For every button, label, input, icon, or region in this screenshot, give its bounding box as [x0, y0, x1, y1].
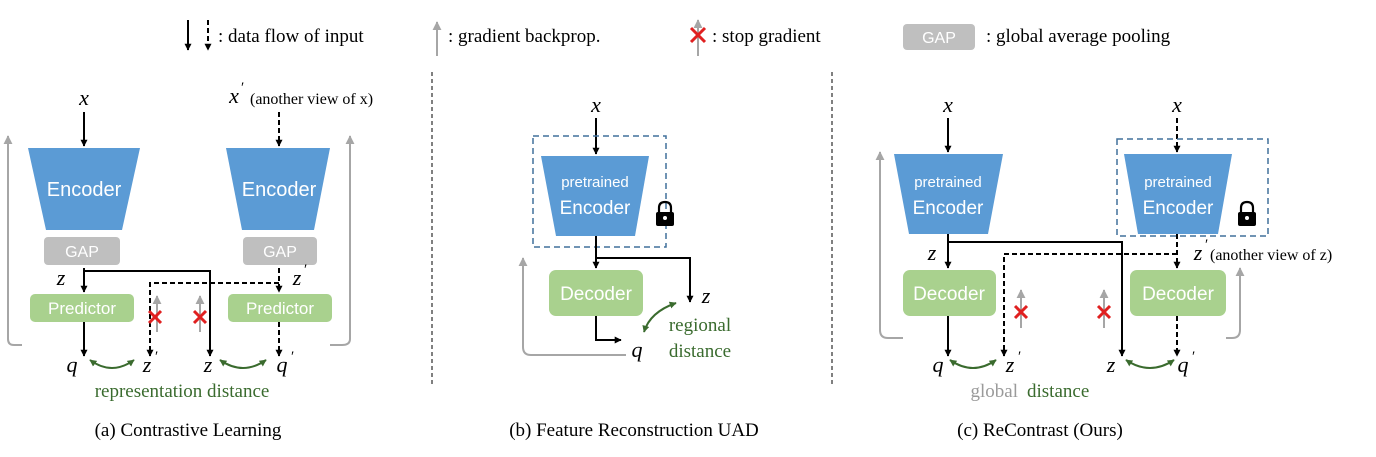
- q-left: q: [933, 352, 944, 377]
- q-prime-right: q: [1178, 352, 1189, 377]
- arrow-zprime-to-left-target: [146, 282, 279, 357]
- input-x-right: x: [228, 83, 239, 108]
- z-prime-target: z: [142, 352, 152, 377]
- pretrained-encoder-left: [894, 154, 1003, 234]
- prime-mark-z-target: ′: [155, 349, 158, 365]
- gap-left-label: GAP: [65, 244, 99, 261]
- legend-stop-gradient-label: : stop gradient: [712, 26, 821, 47]
- double-headed-curved-arrow-icon: [642, 301, 677, 333]
- prime-mark-q-right: ′: [291, 349, 294, 365]
- pretrained-encoder-right: [1124, 154, 1232, 234]
- encoder-label-line1: pretrained: [561, 174, 629, 191]
- distance-label: distance: [1027, 381, 1089, 402]
- decoder-left: [903, 270, 996, 316]
- pretrained-encoder: [541, 156, 649, 236]
- legend-gap-description: : global average pooling: [986, 26, 1171, 47]
- regional-distance-line2: distance: [669, 341, 731, 362]
- encoder-right: [226, 148, 330, 230]
- q-output: q: [632, 337, 643, 362]
- gradient-loop-right: [330, 135, 355, 346]
- encoder-left-line2: Encoder: [913, 198, 984, 219]
- gradient-loop-left: [875, 151, 903, 339]
- prime-mark-z-target: ′: [1018, 349, 1021, 365]
- gap-right: [243, 237, 317, 265]
- frozen-encoder-box: [1116, 138, 1269, 237]
- input-x: x: [590, 92, 601, 117]
- z-output: z: [701, 283, 711, 308]
- predictor-right-label: Predictor: [246, 299, 314, 318]
- decoder: [549, 270, 643, 316]
- input-x-right-note: (another view of x): [250, 91, 373, 108]
- gap-left: [44, 237, 120, 265]
- encoder-left-line1: pretrained: [914, 174, 982, 191]
- caption-a: (a) Contrastive Learning: [95, 420, 282, 441]
- gap-right-label: GAP: [263, 244, 297, 261]
- input-x-left: x: [942, 92, 953, 117]
- legend-gradient-label: : gradient backprop.: [448, 26, 600, 47]
- stop-gradient-cross-icon: [1013, 304, 1029, 320]
- z-prime-target: z: [1005, 352, 1015, 377]
- predictor-left: [30, 294, 134, 322]
- encoder-right-label: Encoder: [242, 179, 317, 201]
- legend-gap-box: [903, 24, 975, 50]
- panel-contrastive-learning: x x ′ (another view of x) Encoder Encode…: [3, 80, 373, 441]
- stop-gradient-cross-icon: [147, 309, 163, 325]
- legend-cross-icon: [689, 26, 707, 44]
- decoder-right-label: Decoder: [1142, 284, 1214, 305]
- predictor-left-label: Predictor: [48, 299, 116, 318]
- double-headed-curved-arrow-icon: [949, 359, 997, 369]
- predictor-right: [228, 294, 332, 322]
- caption-b: (b) Feature Reconstruction UAD: [509, 420, 759, 441]
- legend-data-flow-label: : data flow of input: [218, 26, 364, 47]
- input-x-right: x: [1171, 92, 1182, 117]
- z-prime-right: z: [1193, 240, 1203, 265]
- prime-mark-x-right: ′: [241, 80, 244, 96]
- decoder-label: Decoder: [560, 284, 632, 305]
- panel-recontrast: x x pretrained Encoder pretrained Encode…: [875, 92, 1332, 441]
- panel-feature-reconstruction: x pretrained Encoder Decoder z q regiona…: [509, 92, 759, 441]
- arrow-z-to-right-target: [948, 241, 1126, 357]
- arrow-zprime-to-left-target: [1000, 253, 1177, 357]
- encoder-left-label: Encoder: [47, 179, 122, 201]
- double-headed-curved-arrow-icon: [89, 359, 135, 369]
- prime-mark-q-right: ′: [1192, 349, 1195, 365]
- arrow-z-to-right-target: [84, 270, 214, 357]
- arrow-decoder-to-q: [595, 316, 622, 344]
- representation-distance-label: representation distance: [95, 381, 270, 402]
- z-prime-right: z: [292, 265, 302, 290]
- prime-mark-z-right: ′: [1205, 237, 1208, 253]
- double-headed-curved-arrow-icon: [1125, 359, 1175, 369]
- z-prime-note: (another view of z): [1210, 247, 1332, 264]
- gradient-loop-right: [1226, 267, 1245, 339]
- q-prime-right: q: [277, 352, 288, 377]
- z-left: z: [927, 240, 937, 265]
- regional-distance-line1: regional: [669, 315, 731, 336]
- encoder-right-line2: Encoder: [1143, 198, 1214, 219]
- legend-gap-label: GAP: [922, 30, 956, 47]
- z-target: z: [1106, 352, 1116, 377]
- input-x-left: x: [78, 85, 89, 110]
- double-headed-curved-arrow-icon: [219, 359, 267, 369]
- decoder-left-label: Decoder: [913, 284, 985, 305]
- stop-gradient-cross-icon: [1096, 304, 1112, 320]
- caption-c: (c) ReContrast (Ours): [957, 420, 1123, 441]
- encoder-right-line1: pretrained: [1144, 174, 1212, 191]
- z-left: z: [56, 265, 66, 290]
- global-label: global: [971, 381, 1019, 402]
- legend: : data flow of input : gradient backprop…: [184, 19, 1171, 56]
- prime-mark-z-right: ′: [304, 262, 307, 278]
- gradient-loop: [518, 257, 626, 356]
- encoder-label-line2: Encoder: [560, 198, 631, 219]
- gradient-loop-left: [3, 135, 22, 346]
- decoder-right: [1130, 270, 1226, 316]
- z-target: z: [203, 352, 213, 377]
- arrow-encoder-to-z: [596, 257, 694, 303]
- frozen-encoder-box: [532, 135, 667, 248]
- lock-icon: [1238, 200, 1256, 226]
- encoder-left: [28, 148, 140, 230]
- lock-icon: [656, 200, 674, 226]
- q-left: q: [67, 352, 78, 377]
- stop-gradient-cross-icon: [192, 309, 208, 325]
